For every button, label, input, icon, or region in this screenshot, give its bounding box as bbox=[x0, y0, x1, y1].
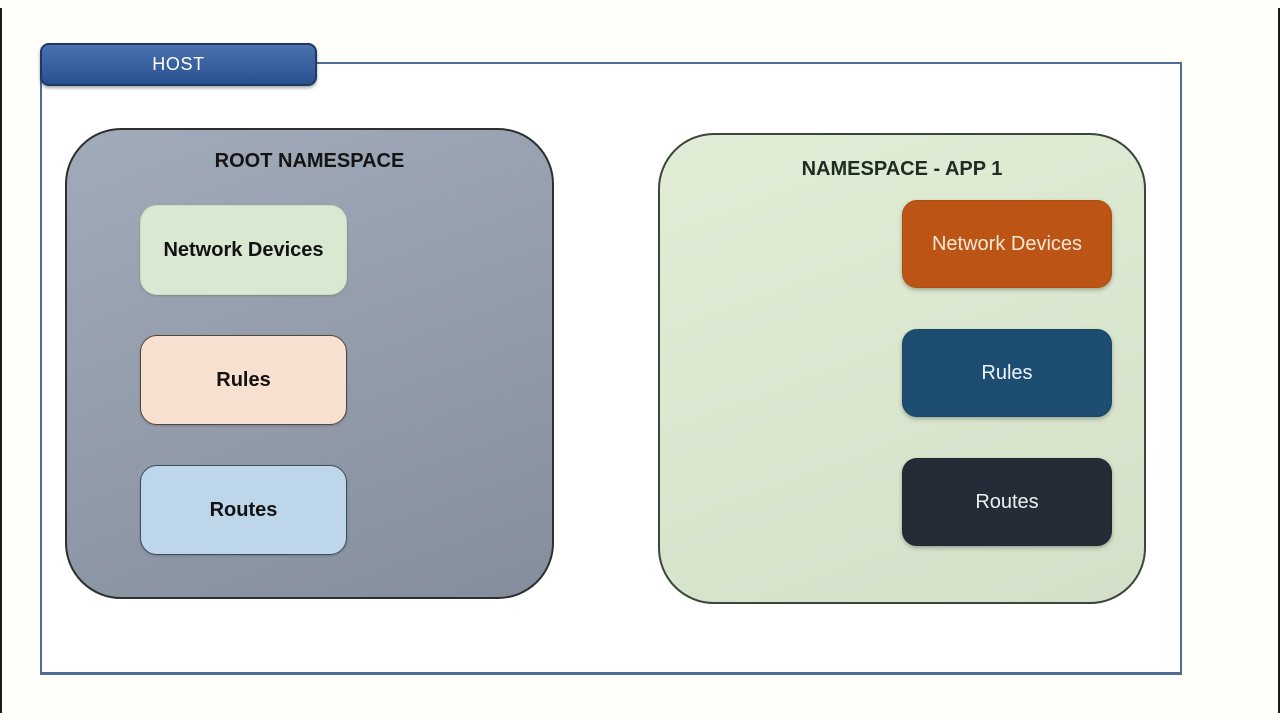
item-root-rules: Rules bbox=[140, 335, 347, 425]
item-app1-rules: Rules bbox=[902, 329, 1112, 417]
root-namespace-items: Network Devices Rules Routes bbox=[140, 205, 347, 555]
item-label: Routes bbox=[975, 490, 1039, 513]
root-namespace-title: ROOT NAMESPACE bbox=[214, 150, 405, 172]
item-app1-routes: Routes bbox=[902, 458, 1112, 546]
item-label: Rules bbox=[981, 361, 1033, 384]
namespace-panel-root: ROOT NAMESPACE Network Devices Rules Rou… bbox=[65, 128, 554, 599]
left-edge-line bbox=[0, 8, 2, 713]
item-label: Network Devices bbox=[163, 238, 324, 261]
namespace-panel-app1: NAMESPACE - APP 1 Network Devices Rules … bbox=[658, 133, 1146, 604]
item-root-routes: Routes bbox=[140, 465, 347, 555]
item-root-network-devices: Network Devices bbox=[140, 205, 347, 295]
host-label: HOST bbox=[152, 54, 205, 74]
app1-namespace-items: Network Devices Rules Routes bbox=[902, 200, 1112, 546]
item-label: Routes bbox=[209, 498, 278, 521]
item-app1-network-devices: Network Devices bbox=[902, 200, 1112, 288]
host-tab: HOST bbox=[40, 43, 317, 86]
item-label: Rules bbox=[216, 368, 271, 391]
item-label: Network Devices bbox=[931, 232, 1083, 255]
app1-namespace-title: NAMESPACE - APP 1 bbox=[801, 158, 1003, 180]
right-edge-line bbox=[1278, 8, 1280, 713]
